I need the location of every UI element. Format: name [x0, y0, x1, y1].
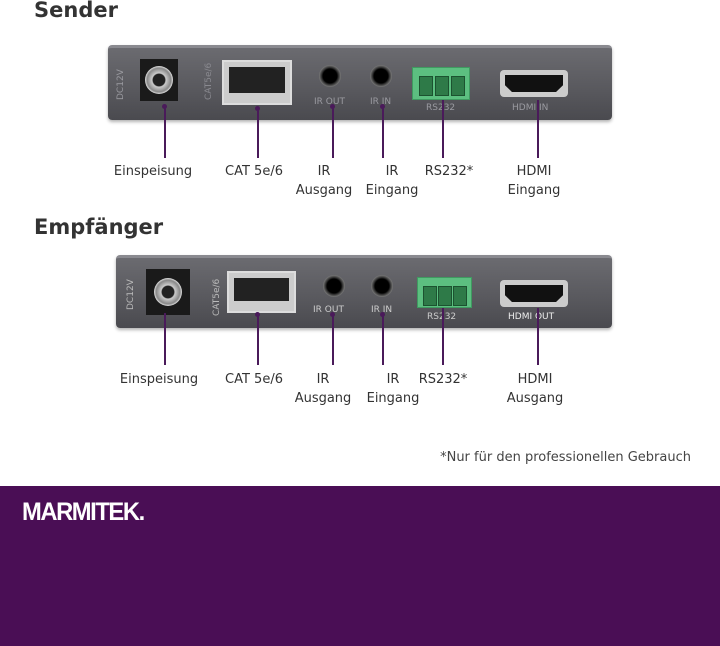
- rs232-label: RS232: [426, 103, 456, 113]
- brand-footer: MARMITEK.: [0, 486, 720, 646]
- receiver-title: Empfänger: [34, 215, 164, 239]
- dc-power-jack: [140, 59, 178, 101]
- callout-cat: CAT 5e/6: [225, 372, 283, 387]
- ir-in-jack: [371, 275, 393, 297]
- ir-out-jack: [323, 275, 345, 297]
- ir-in-jack: [370, 65, 392, 87]
- dc-label: DC12V: [116, 69, 126, 100]
- marmitek-logo: MARMITEK.: [22, 498, 145, 526]
- cat-label: CAT5e/6: [204, 62, 214, 100]
- receiver-device: DC12V CAT5e/6 IR OUT IR IN RS232 HDMI OU…: [116, 255, 612, 328]
- ir-out-label: IR OUT: [313, 305, 344, 315]
- dc-label: DC12V: [126, 279, 136, 310]
- callout-hdmi: HDMI Eingang: [507, 164, 561, 198]
- ir-in-label: IR IN: [370, 97, 392, 107]
- rs232-terminal: [417, 277, 472, 308]
- callout-power: Einspeisung: [113, 164, 193, 179]
- callout-ir-out: IR Ausgang: [295, 164, 353, 198]
- dc-power-jack: [146, 269, 190, 315]
- callout-hdmi: HDMI Ausgang: [506, 372, 564, 406]
- callout-ir-in: IR Eingang: [365, 164, 419, 198]
- rs232-label: RS232: [427, 312, 456, 322]
- callout-ir-out: IR Ausgang: [294, 372, 352, 406]
- ir-out-jack: [319, 65, 341, 87]
- ir-in-label: IR IN: [371, 305, 393, 315]
- footnote: *Nur für den professionellen Gebrauch: [440, 450, 691, 465]
- hdmi-label: HDMI IN: [512, 103, 549, 113]
- ir-out-label: IR OUT: [314, 97, 345, 107]
- hdmi-port: [500, 280, 568, 307]
- sender-title: Sender: [34, 0, 118, 22]
- rj45-port: [227, 271, 296, 313]
- callout-power: Einspeisung: [119, 372, 199, 387]
- cat-label: CAT5e/6: [212, 278, 222, 316]
- callout-cat: CAT 5e/6: [225, 164, 283, 179]
- rs232-terminal: [412, 67, 470, 100]
- sender-device: DC12V CAT5e/6 IR OUT IR IN RS232 HDMI IN: [108, 45, 612, 120]
- callout-rs232: RS232*: [418, 372, 468, 387]
- callout-ir-in: IR Eingang: [366, 372, 420, 406]
- rj45-port: [222, 60, 292, 105]
- hdmi-port: [500, 70, 568, 97]
- hdmi-label: HDMI OUT: [508, 312, 555, 322]
- callout-rs232: RS232*: [424, 164, 474, 179]
